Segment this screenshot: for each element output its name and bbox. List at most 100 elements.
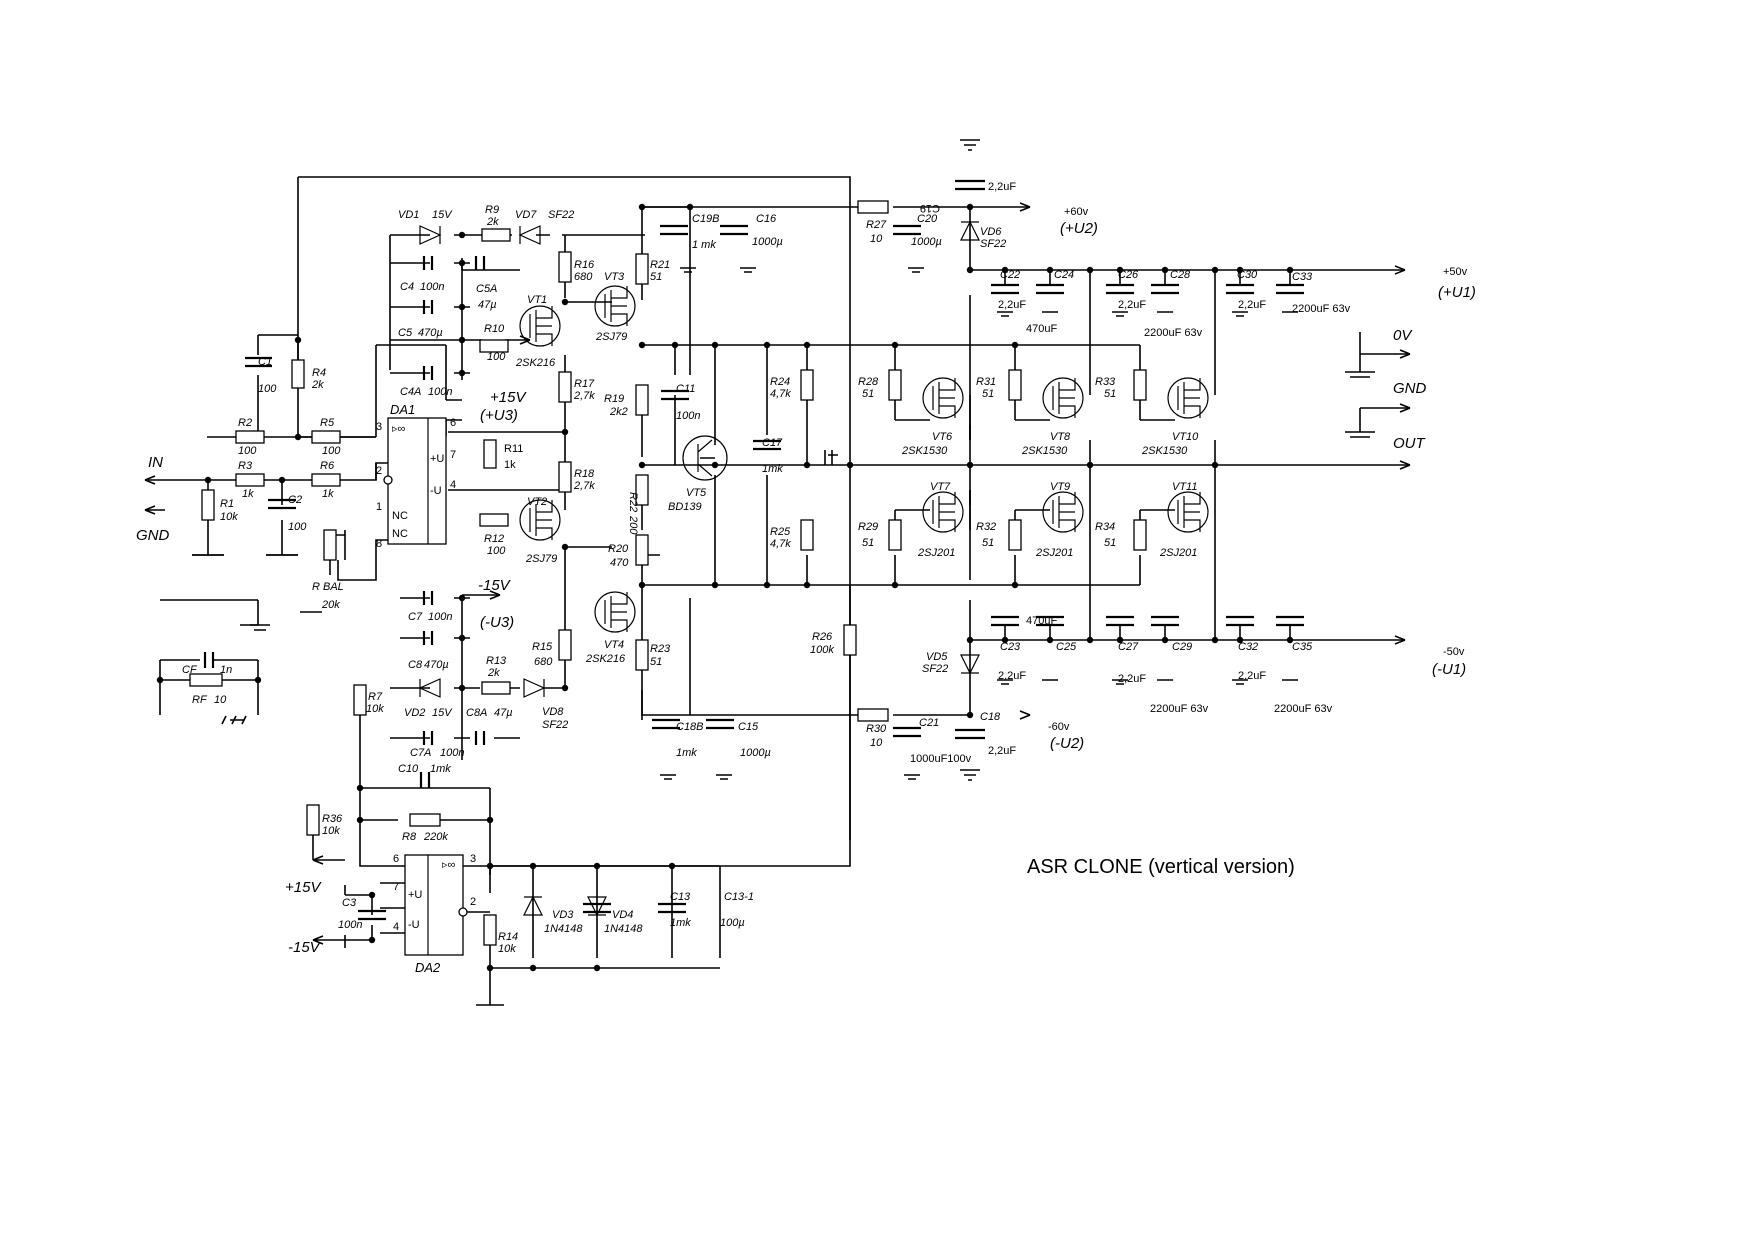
r30-ref: R30 xyxy=(866,723,887,735)
diode-vd4 xyxy=(587,896,607,917)
r2-val: 100 xyxy=(238,445,257,457)
resistor-r12 xyxy=(479,513,509,527)
r33-val: 51 xyxy=(1104,388,1116,400)
resistor-r16 xyxy=(558,251,572,283)
c22-val: 2,2uF xyxy=(998,299,1026,311)
vd5-val: SF22 xyxy=(922,663,948,675)
c7a-ref: C7A xyxy=(410,747,431,759)
resistor-r5 xyxy=(311,430,341,444)
diodes xyxy=(418,220,980,917)
rail-p15-name: (+U3) xyxy=(480,407,518,424)
capacitor-cf xyxy=(203,652,215,668)
c8a-ref: C8A xyxy=(466,707,487,719)
capacitor-c3 xyxy=(358,909,386,921)
r23-ref: R23 xyxy=(650,643,671,655)
r29-ref: R29 xyxy=(858,521,878,533)
capacitor-c10 xyxy=(419,772,431,788)
transistor-vt1 xyxy=(519,305,561,347)
c21-ref: C21 xyxy=(919,717,939,729)
r33-ref: R33 xyxy=(1095,376,1116,388)
r28-val: 51 xyxy=(862,388,874,400)
c7a-val: 100n xyxy=(440,747,464,759)
resistor-rbal xyxy=(323,529,337,561)
resistor-r4 xyxy=(291,359,305,389)
c15-val: 1000µ xyxy=(740,747,771,759)
r25-val: 4,7k xyxy=(770,538,791,550)
resistor-r32 xyxy=(1008,519,1022,551)
resistor-r34 xyxy=(1133,519,1147,551)
c4a-ref: C4A xyxy=(400,386,421,398)
vt11-ref: VT11 xyxy=(1172,481,1197,493)
labels: IN GND 0V GND OUT +15V -15V +60v (+U2) +… xyxy=(136,206,1476,956)
vt1-ref: VT1 xyxy=(527,294,547,306)
vt4-ref: VT4 xyxy=(604,639,624,651)
c18b-ref: C18B xyxy=(676,721,704,733)
capacitor-c33 xyxy=(1276,283,1304,295)
c19-ref: C19 xyxy=(920,202,940,214)
diode-vd7 xyxy=(518,225,541,245)
transistor-vt11 xyxy=(1167,491,1209,533)
vt2-ref: VT2 xyxy=(527,496,547,508)
diode-vd1 xyxy=(419,225,442,245)
c19-val: 2,2uF xyxy=(988,181,1016,193)
capacitor-c5 xyxy=(422,300,434,314)
opamp-da2-pin6: 6 xyxy=(393,853,399,865)
resistor-r31 xyxy=(1008,369,1022,401)
c16-val: 1000µ xyxy=(752,236,783,248)
r10-val: 100 xyxy=(487,351,506,363)
r31-val: 51 xyxy=(982,388,994,400)
c20-ref: C20 xyxy=(917,213,938,225)
r30-val: 10 xyxy=(870,737,883,749)
r25-ref: R25 xyxy=(770,526,791,538)
resistor-r14 xyxy=(483,914,497,946)
transistor-vt5 xyxy=(682,435,728,481)
opamp-da1-un: -U xyxy=(430,485,442,497)
vd3-ref: VD3 xyxy=(552,909,574,921)
c7-val: 100n xyxy=(428,611,452,623)
r14-val: 10k xyxy=(498,943,516,955)
c8a-val: 47µ xyxy=(494,707,513,719)
transistor-vt9 xyxy=(1042,491,1084,533)
resistor-r2 xyxy=(235,430,265,444)
capacitor-c21 xyxy=(893,726,921,738)
resistor-r11 xyxy=(483,439,497,469)
c10-val: 1mk xyxy=(430,763,451,775)
port-gnd-out-label: GND xyxy=(1393,380,1427,397)
c13-1-ref: C13-1 xyxy=(724,891,754,903)
diode-vd2 xyxy=(418,678,441,698)
c32-ref: C32 xyxy=(1238,641,1258,653)
r12-val: 100 xyxy=(487,545,506,557)
capacitor-c27 xyxy=(1106,615,1134,627)
rail-m50-label: -50v xyxy=(1443,646,1465,658)
r27-ref: R27 xyxy=(866,219,887,231)
capacitor-c5a xyxy=(474,256,486,270)
vd4-ref: VD4 xyxy=(612,909,633,921)
capacitor-c23 xyxy=(991,615,1019,627)
capacitor-c35 xyxy=(1276,615,1304,627)
capacitor-c32 xyxy=(1226,615,1254,627)
opamp-da1-nc2: NC xyxy=(392,528,408,540)
resistor-r23 xyxy=(635,639,649,671)
r12-ref: R12 xyxy=(484,533,504,545)
r9-ref: R9 xyxy=(485,204,499,216)
resistor-r10 xyxy=(479,339,509,353)
r15-val: 680 xyxy=(534,656,553,668)
c8-val: 470µ xyxy=(424,659,449,671)
c19b-ref: C19B xyxy=(692,213,720,225)
r11-ref: R11 xyxy=(504,443,523,455)
resistor-r36 xyxy=(306,804,320,836)
resistor-r28 xyxy=(888,369,902,401)
opamp-da2: DA2 ▹∞ +U -U 6 7 4 3 2 xyxy=(393,853,476,975)
vt10-ref: VT10 xyxy=(1172,431,1199,443)
r5-ref: R5 xyxy=(320,417,335,429)
rail-m60-label: -60v xyxy=(1048,721,1070,733)
opamp-da2-symbol: ▹∞ xyxy=(442,859,455,871)
rbal-val: 20k xyxy=(321,599,340,611)
c28-ref: C28 xyxy=(1170,269,1191,281)
vt2-val: 2SJ79 xyxy=(525,553,557,565)
opamp-da1-pin4: 4 xyxy=(450,479,456,491)
resistor-r7 xyxy=(353,684,367,716)
c29-val: 2200uF 63v xyxy=(1150,703,1209,715)
r22-ref: R22 xyxy=(627,492,639,512)
c11-val: 100n xyxy=(676,410,700,422)
